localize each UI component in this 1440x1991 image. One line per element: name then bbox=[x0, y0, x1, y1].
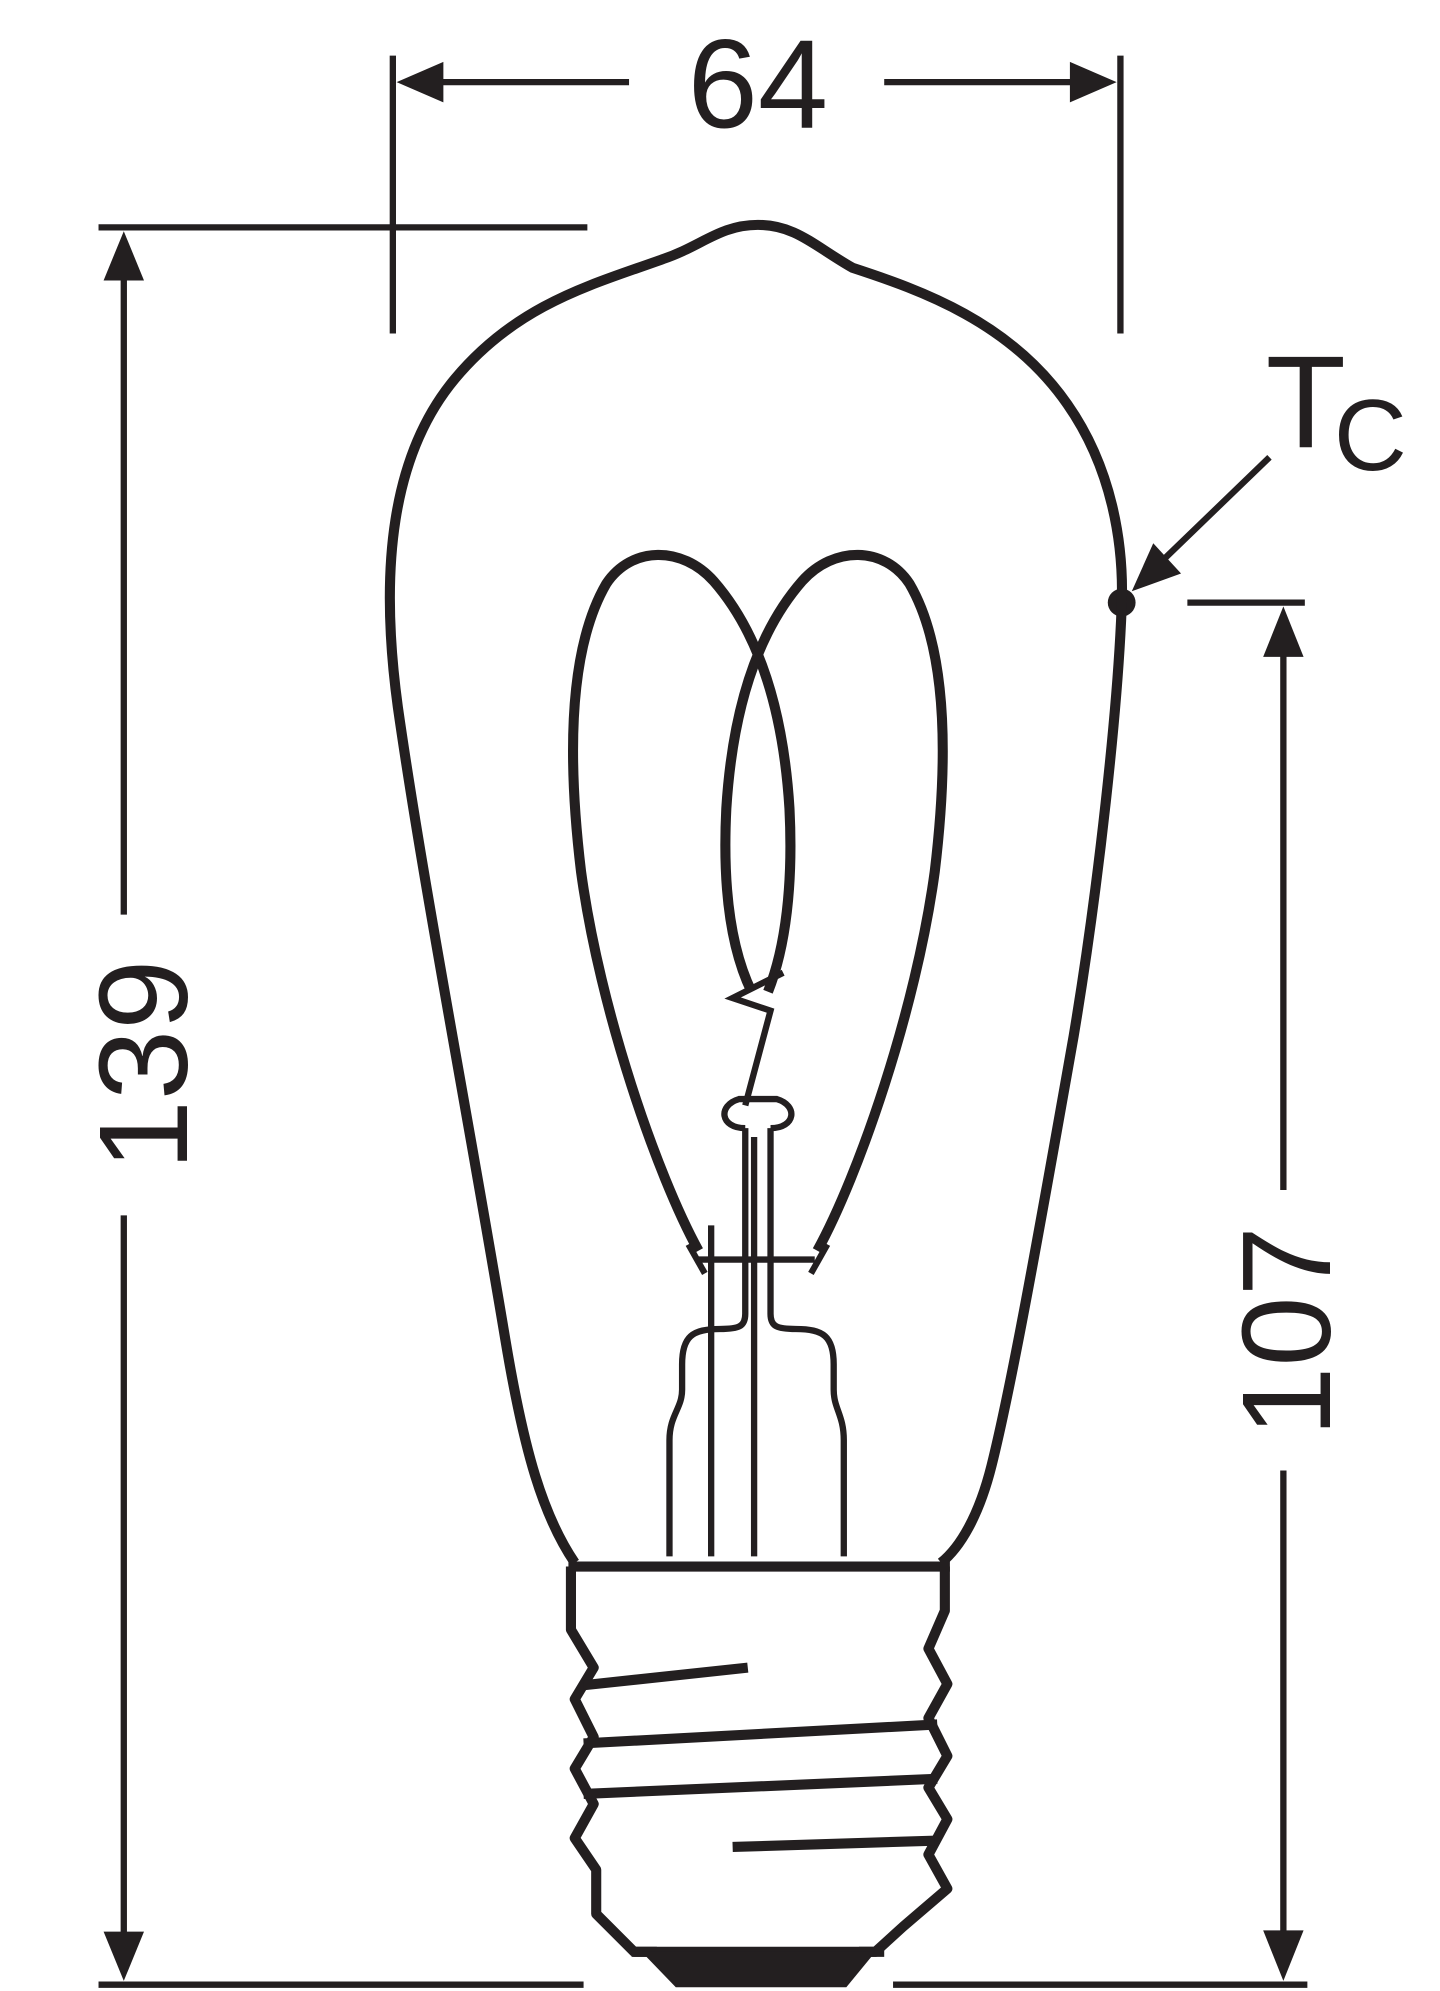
width-arrow-left-icon bbox=[396, 61, 444, 103]
filament bbox=[567, 549, 948, 1275]
filament-right-loop bbox=[720, 549, 948, 1254]
thread-line-3 bbox=[583, 1773, 938, 1799]
base-contact-tip bbox=[641, 1951, 876, 1988]
tc-leader-line bbox=[1159, 455, 1272, 564]
tc-label-main: T bbox=[1266, 328, 1346, 475]
stem-neck-right bbox=[767, 1128, 847, 1557]
width-arrow-right-icon bbox=[1069, 61, 1117, 103]
overall-height-label: 139 bbox=[73, 960, 214, 1171]
filament-lead-left bbox=[685, 1242, 708, 1275]
overall-height-dimension: 139 bbox=[73, 224, 588, 1988]
width-label: 64 bbox=[688, 14, 828, 155]
filament-support-wire bbox=[724, 969, 785, 1107]
tc-label-subscript: C bbox=[1334, 380, 1407, 492]
tc-height-dimension: 107 bbox=[893, 599, 1357, 1988]
tc-arrow-top-icon bbox=[1263, 606, 1304, 657]
thread-line-4 bbox=[732, 1835, 935, 1853]
base-thread-profile-right bbox=[858, 1566, 953, 1957]
height-arrow-bottom-icon bbox=[103, 1931, 144, 1981]
stem-neck-left bbox=[666, 1128, 749, 1557]
filament-lead-right bbox=[808, 1242, 831, 1275]
tc-arrow-bottom-icon bbox=[1263, 1930, 1304, 1981]
filament-left-loop bbox=[567, 549, 796, 1254]
screw-base bbox=[565, 1561, 953, 1988]
height-arrow-top-icon bbox=[103, 231, 144, 281]
tc-annotation: T C bbox=[1107, 328, 1407, 617]
bulb-glass-outline bbox=[384, 219, 1128, 1567]
tc-height-label: 107 bbox=[1216, 1226, 1357, 1437]
tc-leader-arrow-icon bbox=[1131, 543, 1182, 592]
glass-stem bbox=[666, 1095, 847, 1557]
width-dimension: 64 bbox=[389, 14, 1124, 334]
stem-top-bead bbox=[721, 1095, 795, 1132]
thread-line-1 bbox=[583, 1662, 749, 1691]
base-thread-profile-left bbox=[565, 1566, 657, 1957]
thread-line-2 bbox=[583, 1719, 938, 1749]
